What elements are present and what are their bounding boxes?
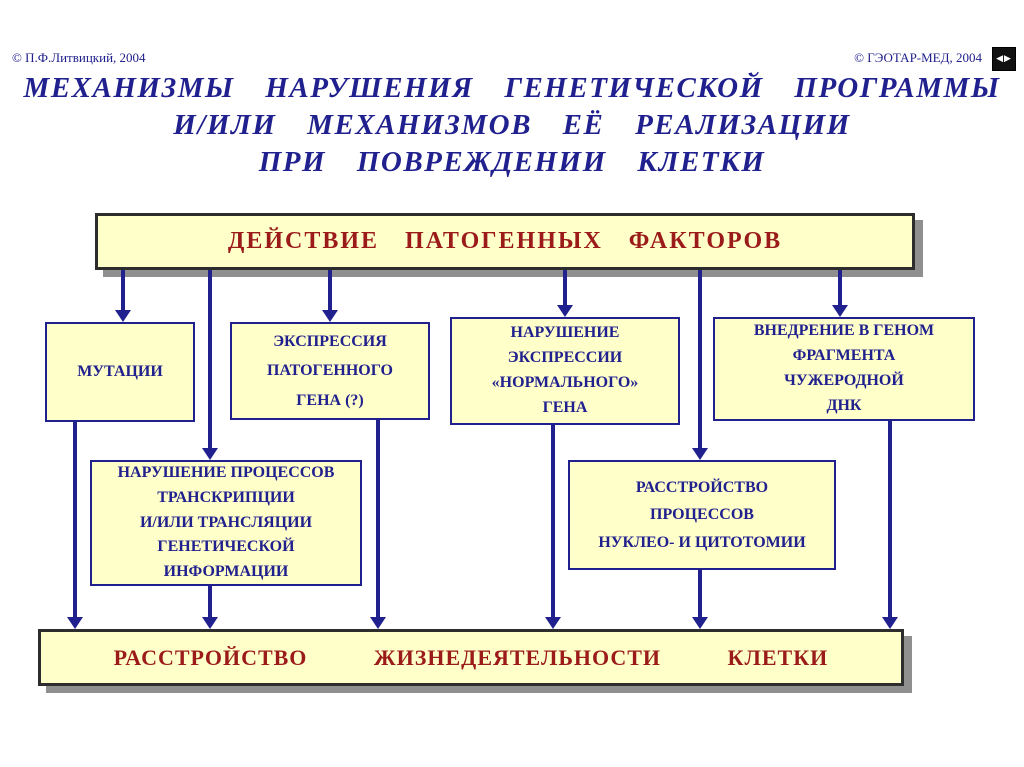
arrow-top-to-nucleo-cytotomy xyxy=(698,270,702,448)
slide-navigation-icon-glyph: ◀▶ xyxy=(996,54,1012,64)
arrow-top-to-pathogenic-expression xyxy=(328,270,332,310)
slide-navigation-icon[interactable]: ◀▶ xyxy=(992,47,1016,71)
box-transcription-translation-disruption: НАРУШЕНИЕ ПРОЦЕССОВ ТРАНСКРИПЦИИ И/ИЛИ Т… xyxy=(90,460,362,586)
arrow-top-to-transcription xyxy=(208,270,212,448)
box-pathogenic-gene-expression: ЭКСПРЕССИЯ ПАТОГЕННОГО ГЕНА (?) xyxy=(230,322,430,420)
slide-title: МЕХАНИЗМЫ НАРУШЕНИЯ ГЕНЕТИЧЕСКОЙ ПРОГРАМ… xyxy=(0,70,1024,181)
arrow-nucleo-cytotomy-to-bottom xyxy=(698,570,702,617)
arrow-pathogenic-expression-to-bottom xyxy=(376,420,380,617)
box-foreign-dna-insertion: ВНЕДРЕНИЕ В ГЕНОМ ФРАГМЕНТА ЧУЖЕРОДНОЙ Д… xyxy=(713,317,975,421)
arrow-transcription-to-bottom xyxy=(208,586,212,617)
box-normal-gene-expression-disruption: НАРУШЕНИЕ ЭКСПРЕССИИ «НОРМАЛЬНОГО» ГЕНА xyxy=(450,317,680,425)
copyright-publisher: © ГЭОТАР-МЕД, 2004 xyxy=(854,50,982,65)
arrow-top-to-normal-expression xyxy=(563,270,567,305)
arrow-foreign-dna-to-bottom xyxy=(888,421,892,617)
copyright-author: © П.Ф.Литвицкий, 2004 xyxy=(12,50,146,65)
slide-title-line-2: И/ИЛИ МЕХАНИЗМОВ ЕЁ РЕАЛИЗАЦИИ xyxy=(173,109,851,141)
arrow-normal-expression-to-bottom xyxy=(551,425,555,617)
arrow-top-to-foreign-dna xyxy=(838,270,842,305)
box-nucleo-cytotomy-disorder: РАССТРОЙСТВО ПРОЦЕССОВ НУКЛЕО- И ЦИТОТОМ… xyxy=(568,460,836,570)
box-cell-vital-activity-disorder: РАССТРОЙСТВО ЖИЗНЕДЕЯТЕЛЬНОСТИ КЛЕТКИ xyxy=(38,629,904,686)
arrow-mutations-to-bottom xyxy=(73,422,77,617)
box-action-of-pathogenic-factors: ДЕЙСТВИЕ ПАТОГЕННЫХ ФАКТОРОВ xyxy=(95,213,915,270)
arrow-top-to-mutations xyxy=(121,270,125,310)
slide-title-line-3: ПРИ ПОВРЕЖДЕНИИ КЛЕТКИ xyxy=(258,146,766,178)
slide-title-line-1: МЕХАНИЗМЫ НАРУШЕНИЯ ГЕНЕТИЧЕСКОЙ ПРОГРАМ… xyxy=(23,72,1001,104)
box-mutations: МУТАЦИИ xyxy=(45,322,195,422)
